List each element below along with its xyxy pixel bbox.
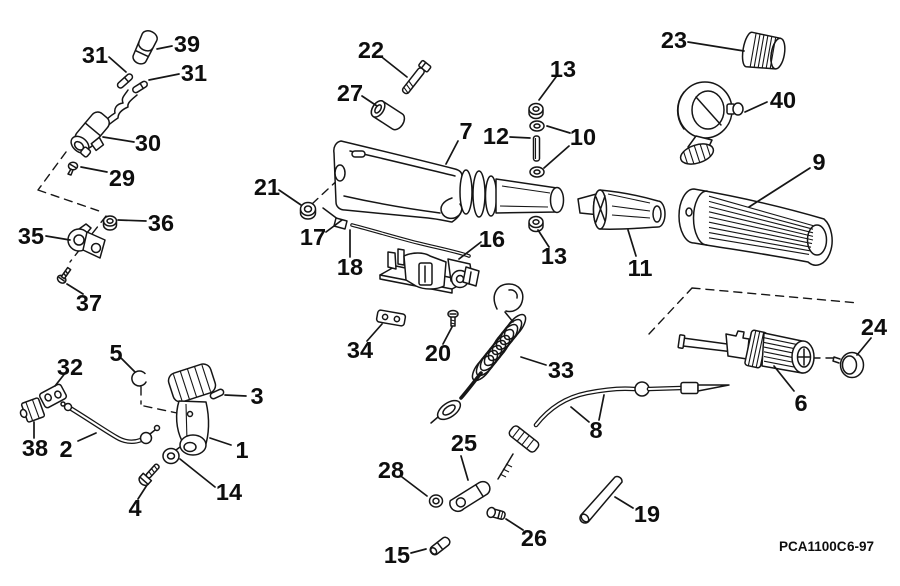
callout-16: 16 xyxy=(479,226,505,252)
callout-7: 7 xyxy=(459,118,472,144)
callout-13-a: 13 xyxy=(550,56,576,82)
part-23-cap-knob xyxy=(741,31,786,70)
callout-23: 23 xyxy=(661,27,687,53)
part-4-bolt xyxy=(138,463,160,487)
callout-2: 2 xyxy=(59,436,72,462)
part-29-screw xyxy=(67,161,79,176)
part-2-link-rod xyxy=(60,401,161,445)
part-28-washer xyxy=(428,494,444,508)
part-3-pin xyxy=(209,388,225,400)
callout-34: 34 xyxy=(347,337,373,363)
callout-38: 38 xyxy=(22,435,48,461)
callout-17: 17 xyxy=(300,224,326,250)
part-14-washer xyxy=(162,446,181,465)
part-1-shift-handle xyxy=(167,363,217,456)
callout-19: 19 xyxy=(634,501,660,527)
part-7-steering-handle xyxy=(333,140,565,223)
callout-25: 25 xyxy=(451,430,477,456)
callout-8: 8 xyxy=(589,417,602,443)
part-17-connector-wire xyxy=(322,207,471,258)
part-40-friction-collar xyxy=(676,81,744,165)
part-25-cam xyxy=(449,480,491,513)
callout-35: 35 xyxy=(18,223,44,249)
part-19-tube xyxy=(579,475,623,524)
part-10-washer-a xyxy=(529,120,545,132)
part-8-throttle-cable xyxy=(497,381,730,480)
part-5-retaining-clip xyxy=(131,370,147,387)
part-11-grip-core xyxy=(577,189,666,230)
callout-40: 40 xyxy=(770,87,796,113)
part-13-nut-top xyxy=(528,102,544,120)
callout-10: 10 xyxy=(570,124,596,150)
part-35-swivel-clamp xyxy=(67,223,106,259)
callout-18: 18 xyxy=(337,254,363,280)
callout-31-b: 31 xyxy=(181,60,207,86)
part-21-nut xyxy=(299,201,317,220)
drawing-date: 6-97 xyxy=(847,539,874,554)
part-31-terminal-b xyxy=(132,80,148,94)
callout-20: 20 xyxy=(425,340,451,366)
part-16-bracket-assembly xyxy=(379,248,480,294)
drawing-code: PCA1100C xyxy=(779,539,847,554)
leader-lines xyxy=(33,41,872,554)
callout-32: 32 xyxy=(57,354,83,380)
part-33-lanyard xyxy=(430,283,527,424)
callout-30: 30 xyxy=(135,130,161,156)
callout-12: 12 xyxy=(483,123,509,149)
part-15-terminal xyxy=(429,536,451,556)
part-39-vinyl-cap xyxy=(132,30,158,65)
part-6-throttle-shaft xyxy=(677,329,815,374)
callout-14: 14 xyxy=(216,479,242,505)
callout-33: 33 xyxy=(548,357,574,383)
part-37-screw xyxy=(56,266,72,284)
part-24-plug xyxy=(832,351,865,379)
part-9-rubber-grip xyxy=(678,188,833,266)
callout-9: 9 xyxy=(812,149,825,175)
part-12-pin xyxy=(532,135,541,162)
callout-21: 21 xyxy=(254,174,280,200)
callout-29: 29 xyxy=(109,165,135,191)
callout-24: 24 xyxy=(861,314,887,340)
callout-26: 26 xyxy=(521,525,547,551)
switch-wires xyxy=(103,89,138,129)
callout-5: 5 xyxy=(109,340,122,366)
callout-1: 1 xyxy=(235,437,248,463)
callout-36: 36 xyxy=(148,210,174,236)
callout-labels: 39 31 31 30 29 36 35 37 22 27 7 21 17 18… xyxy=(18,27,887,568)
part-13-nut-mid xyxy=(528,215,544,233)
part-26-screw xyxy=(486,506,506,521)
callout-11: 11 xyxy=(628,255,653,281)
callout-22: 22 xyxy=(358,37,384,63)
part-27-roller xyxy=(370,100,406,131)
part-20-screw xyxy=(447,309,459,327)
callout-31-a: 31 xyxy=(82,42,108,68)
part-31-terminal-a xyxy=(116,73,134,89)
part-30-stop-switch xyxy=(70,111,110,158)
part-22-bolt xyxy=(401,59,432,95)
callout-28: 28 xyxy=(378,457,404,483)
callout-37: 37 xyxy=(76,290,102,316)
part-38-clamp xyxy=(19,397,46,423)
callout-15: 15 xyxy=(384,542,410,568)
part-32-block xyxy=(38,383,68,409)
callout-4: 4 xyxy=(128,495,141,521)
callout-39: 39 xyxy=(174,31,200,57)
part-36-nut xyxy=(102,215,118,231)
callout-6: 6 xyxy=(794,390,807,416)
callout-3: 3 xyxy=(250,383,263,409)
callout-13-b: 13 xyxy=(541,243,567,269)
part-34-plate xyxy=(375,309,407,327)
part-10-washer-b xyxy=(529,166,545,178)
callout-27: 27 xyxy=(337,80,363,106)
